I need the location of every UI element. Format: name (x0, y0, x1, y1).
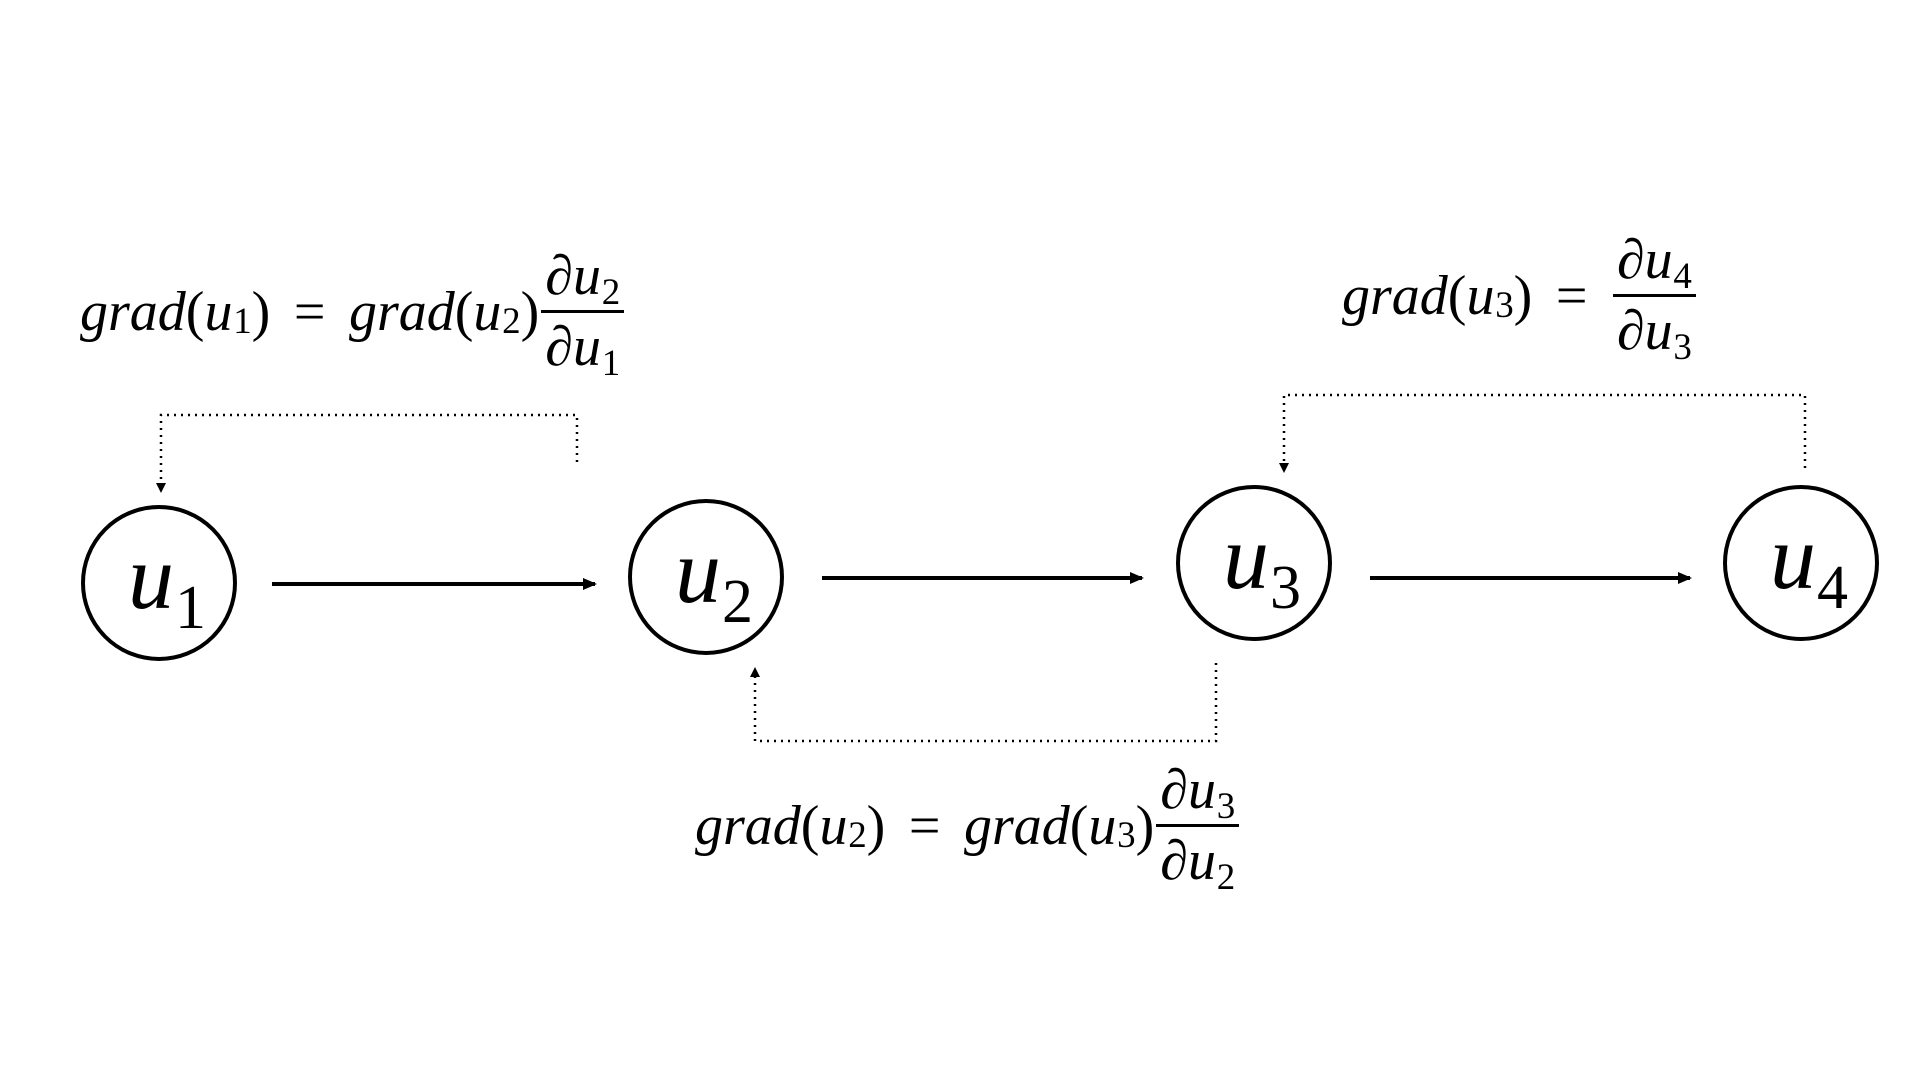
eq2-lhs-arg: u (819, 794, 848, 857)
eq1-rhs-arg: u (473, 280, 502, 343)
node-u2-sub: 2 (722, 568, 753, 636)
eq3-frac-den-sub: 3 (1673, 326, 1692, 368)
eq3-fraction: ∂u4 ∂u3 (1612, 229, 1696, 365)
node-u3-var: u (1223, 506, 1269, 608)
node-u1: u 1 (81, 505, 237, 661)
eq1-fraction: ∂u2 ∂u1 (541, 245, 625, 381)
eq2-lhs-fn: grad (695, 794, 801, 857)
eq2-rhs-fn: grad (963, 794, 1070, 857)
eq3-lhs-fn: grad (1342, 264, 1448, 327)
eq3-lhs-sub: 3 (1495, 284, 1514, 326)
eq2-fraction: ∂u3 ∂u2 (1156, 759, 1240, 895)
node-u4-sub: 4 (1817, 554, 1848, 622)
node-u1-sub: 1 (175, 574, 206, 642)
eq3-frac-den: ∂u (1616, 300, 1673, 362)
node-u2-var: u (675, 520, 721, 622)
eq3-frac-num: ∂u (1616, 229, 1673, 291)
eq3-frac-num-sub: 4 (1673, 255, 1692, 297)
back-edge-u2-u1 (156, 413, 579, 493)
eq2-rhs-arg: u (1088, 794, 1117, 857)
back-edge-u3-u2 (750, 663, 1218, 743)
eq1-frac-num: ∂u (545, 245, 601, 307)
back-edge-u4-u3 (1279, 393, 1807, 473)
eq2-frac-num-sub: 3 (1216, 785, 1236, 827)
node-u4: u 4 (1723, 485, 1879, 641)
eq1-rhs-sub: 2 (502, 300, 521, 342)
eq1-lhs-sub: 1 (233, 300, 252, 342)
eq1-lhs-arg: u (204, 280, 233, 343)
eq2-lhs-sub: 2 (848, 814, 867, 856)
node-u2: u 2 (628, 499, 784, 655)
eq3-lhs-arg: u (1466, 264, 1495, 327)
eq1-frac-den: ∂u (545, 316, 601, 378)
node-u4-var: u (1770, 506, 1816, 608)
eq2-frac-den: ∂u (1160, 830, 1216, 892)
node-u1-var: u (128, 526, 174, 628)
eq1-equals: = (293, 280, 326, 343)
eq1-frac-den-sub: 1 (601, 342, 621, 384)
eq2-equals: = (908, 794, 941, 857)
eq2-frac-den-sub: 2 (1216, 856, 1236, 898)
eq1-frac-num-sub: 2 (601, 271, 621, 313)
node-u3: u 3 (1176, 485, 1332, 641)
eq1-rhs-fn: grad (348, 280, 455, 343)
eq3-equals: = (1555, 264, 1588, 327)
eq1-lhs-fn: grad (80, 280, 186, 343)
node-u3-sub: 3 (1270, 554, 1301, 622)
eq2-rhs-sub: 3 (1117, 814, 1136, 856)
eq2-frac-num: ∂u (1160, 759, 1216, 821)
